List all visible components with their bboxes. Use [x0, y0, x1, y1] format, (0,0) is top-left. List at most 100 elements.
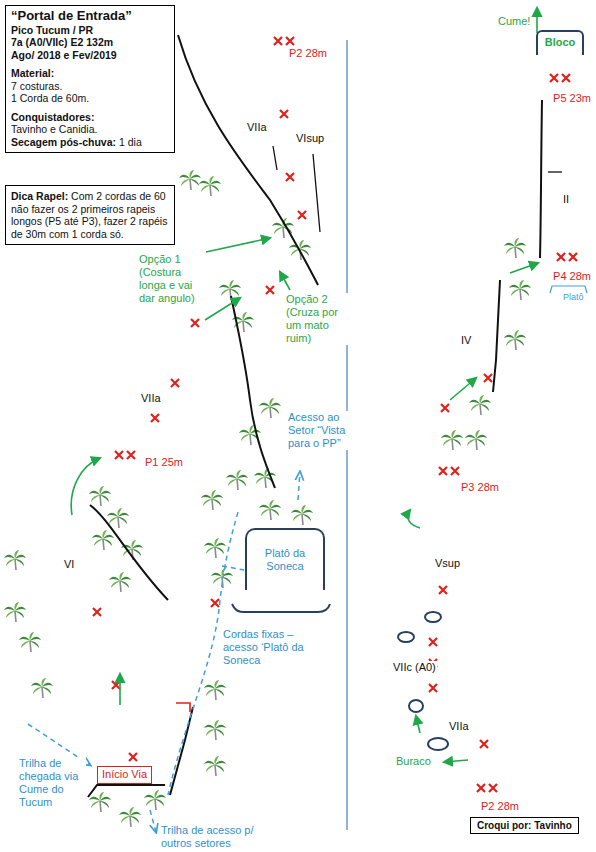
- palm-tree: [259, 500, 281, 520]
- bolt-mark: [484, 374, 492, 382]
- anchor-mark: [115, 451, 123, 459]
- palm-tree: [204, 720, 226, 740]
- palm-trees: [4, 170, 531, 827]
- anchor-mark: [550, 74, 558, 82]
- palm-tree: [204, 756, 226, 776]
- bolt-mark: [480, 740, 488, 748]
- option-note: Opção 1 (Costura longa e vai dar angulo): [138, 253, 212, 305]
- station-label: P2 28m: [288, 47, 328, 60]
- box-text: Secagem pós-chuva:: [11, 136, 116, 148]
- bolt-mark: [286, 173, 294, 181]
- ledge-outline: Platô da Soneca: [245, 528, 325, 590]
- palm-tree: [4, 602, 26, 622]
- box-text: Início Via: [102, 768, 147, 780]
- fixed-rope-note: Cordas fixas – acesso ‘Platô da Soneca: [222, 628, 324, 667]
- bolt-mark: [171, 379, 179, 387]
- station-label: P2 28m: [480, 800, 520, 813]
- grade-label: Vsup: [434, 557, 461, 570]
- palm-tree: [204, 680, 226, 700]
- box-text: Conquistadores:: [11, 111, 169, 124]
- access-note: Acesso ao Setor “Vista para o PP”: [287, 411, 351, 450]
- palm-tree: [504, 330, 526, 350]
- grade-label: VIIa: [448, 720, 470, 733]
- palm-tree: [119, 807, 141, 827]
- anchor-mark: [274, 37, 282, 45]
- anchor-mark: [477, 784, 485, 792]
- palm-tree: [92, 530, 114, 550]
- palm-tree: [226, 470, 248, 490]
- anchor-mark: [439, 467, 447, 475]
- box-text: Tavinho e Canidia.: [11, 123, 169, 136]
- credit-box: Croqui por: Tavinho: [470, 817, 579, 834]
- palm-tree: [107, 508, 129, 528]
- grade-label: VIIc (A0): [392, 661, 437, 674]
- block-outline: Bloco: [536, 30, 584, 55]
- palm-tree: [31, 678, 53, 698]
- grade-label: VIIa: [140, 392, 162, 405]
- bolt-mark: [298, 211, 306, 219]
- anchor-mark: [569, 253, 577, 261]
- ledge-label: Platô: [562, 292, 585, 302]
- box-heading: Dica Rapel:: [11, 190, 68, 202]
- station-label: P3 28m: [460, 481, 500, 494]
- station-label: P4 28m: [552, 270, 592, 283]
- bolt-mark: [439, 586, 447, 594]
- anchor-mark: [489, 784, 497, 792]
- bolt-mark: [211, 599, 219, 607]
- route-start-box: Início Via: [97, 766, 152, 784]
- palm-tree: [89, 792, 111, 812]
- box-text: Platô da Soneca: [265, 547, 305, 572]
- hole-ovals: [398, 612, 448, 750]
- grade-label: IV: [460, 334, 472, 347]
- box-text: Bloco: [545, 36, 576, 48]
- palm-tree: [4, 550, 26, 570]
- anchor-mark: [562, 74, 570, 82]
- box-text: 1 Corda de 60m.: [11, 92, 169, 105]
- trail-note: Trilha de acesso p/ outros setores: [160, 824, 272, 850]
- hole-label: Buraco: [395, 755, 432, 768]
- palm-tree: [204, 538, 226, 558]
- box-heading: “Portal de Entrada”: [11, 10, 169, 23]
- station-label: P1 25m: [144, 456, 184, 469]
- bolt-mark: [129, 753, 137, 761]
- summit-label: Cume!: [497, 15, 531, 28]
- palm-tree: [291, 505, 313, 525]
- palm-tree: [109, 572, 131, 592]
- box-text: Croqui por: Tavinho: [477, 820, 572, 831]
- anchor-mark: [127, 451, 135, 459]
- palm-tree: [254, 468, 276, 488]
- palm-tree: [201, 490, 223, 510]
- grade-label: VIIa: [246, 121, 268, 134]
- anchor-mark: [451, 467, 459, 475]
- palm-tree: [89, 486, 111, 506]
- box-text: Ago/ 2018 e Fev/2019: [11, 49, 169, 62]
- palm-tree: [504, 238, 526, 258]
- bolt-mark: [112, 681, 120, 689]
- route-info-box: “Portal de Entrada”Pico Tucum / PR7a (A0…: [5, 5, 175, 153]
- bolt-mark: [280, 110, 288, 118]
- option-note: Opção 2 (Cruza por um mato ruim): [285, 293, 351, 345]
- bolt-mark: [93, 608, 101, 616]
- bolt-mark: [441, 404, 449, 412]
- anchor-mark: [286, 37, 294, 45]
- grade-label: VI: [63, 558, 75, 571]
- palm-tree: [19, 632, 41, 652]
- palm-tree: [259, 398, 281, 418]
- bolt-mark: [429, 684, 437, 692]
- box-text: 1 dia: [119, 136, 142, 148]
- trail-note: Trilha de chegada via Cume do Tucum: [18, 757, 86, 809]
- bolt-mark: [266, 286, 274, 294]
- palm-tree: [219, 280, 241, 300]
- grade-label: II: [562, 193, 570, 206]
- palm-tree: [469, 395, 491, 415]
- box-text: 7 costuras.: [11, 80, 169, 93]
- box-text: 7a (A0/VIIc) E2 132m: [11, 36, 169, 49]
- palm-tree: [465, 430, 487, 450]
- grade-label: VIsup: [295, 132, 325, 145]
- station-label: P5 23m: [552, 92, 592, 105]
- palm-tree: [509, 280, 531, 300]
- anchor-mark: [557, 253, 565, 261]
- palm-tree: [199, 176, 221, 196]
- bolt-mark: [191, 319, 199, 327]
